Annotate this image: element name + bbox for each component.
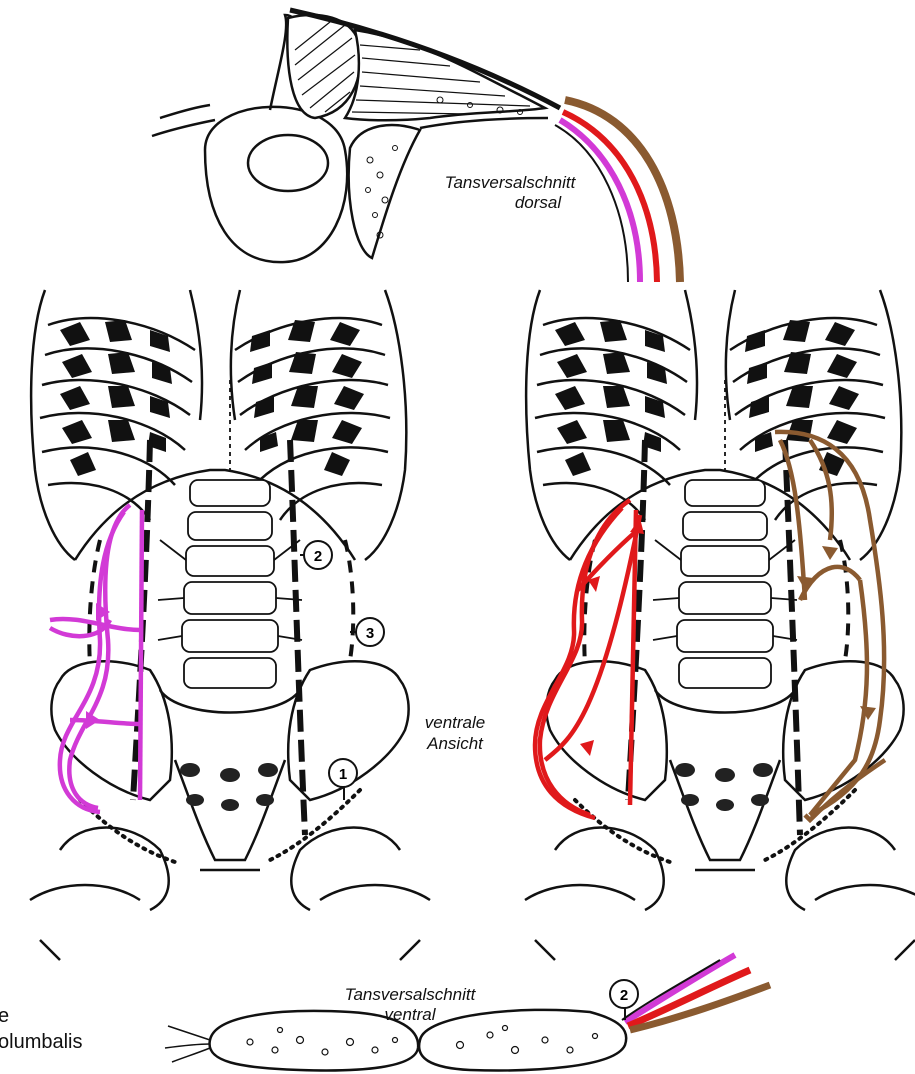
fascia-lower (420, 118, 548, 128)
marker-2-number: 2 (314, 548, 322, 565)
marker-2-lower-number: 2 (620, 987, 628, 1004)
marker-1: 1 (329, 759, 357, 800)
dorsal-transverse-section (152, 10, 680, 282)
edge-text-line1: e (0, 1005, 9, 1027)
strip-magenta-ventral (625, 955, 735, 1022)
erector-spinae (287, 15, 360, 118)
marker-3: 3 (350, 618, 384, 646)
strip-red-dorsal (563, 112, 657, 282)
ventral-transverse-section (165, 955, 770, 1070)
rectus-right (419, 1010, 626, 1071)
marker-3-number: 3 (366, 625, 374, 642)
multifidus (345, 30, 545, 120)
quadratus-lumborum (349, 125, 420, 258)
red-aponeurosis-path (535, 500, 640, 818)
strip-magenta-dorsal (560, 120, 640, 282)
dorsal-label-line1: Tansversalschnitt (445, 173, 577, 192)
edge-text-line2: olumbalis (0, 1031, 82, 1053)
dorsal-label-line2: dorsal (515, 193, 563, 212)
marker-1-number: 1 (339, 766, 347, 783)
ventral-section-label-line2: ventral (384, 1005, 436, 1024)
ventral-section-label-line1: Tansversalschnitt (345, 985, 477, 1004)
linea-alba-fibers (165, 1026, 210, 1062)
transverse-process (152, 105, 215, 136)
marker-2: 2 (300, 541, 332, 569)
vertebral-body (205, 107, 347, 262)
ventral-view-label-line1: ventrale (425, 713, 485, 732)
ventral-view-label-line2: Ansicht (426, 734, 484, 753)
